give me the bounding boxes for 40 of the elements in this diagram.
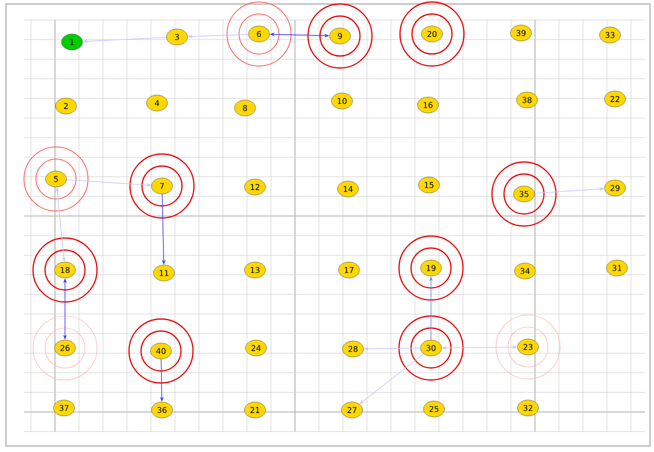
number-node: 12 <box>244 178 266 196</box>
number-node: 15 <box>418 176 440 194</box>
number-node: 24 <box>245 340 267 356</box>
number-node: 1 <box>61 34 83 50</box>
number-node: 4 <box>146 94 168 112</box>
number-node: 29 <box>604 180 626 196</box>
number-node: 16 <box>417 96 439 114</box>
number-node: 27 <box>341 402 363 418</box>
number-node: 17 <box>338 262 360 278</box>
number-node: 2 <box>55 98 77 114</box>
number-node: 36 <box>151 402 173 418</box>
number-node: 3 <box>166 28 188 46</box>
number-node: 20 <box>421 26 443 42</box>
number-node: 39 <box>510 24 532 42</box>
number-node: 19 <box>420 260 442 276</box>
number-node: 33 <box>599 26 621 44</box>
number-node: 35 <box>513 186 535 202</box>
number-node: 14 <box>337 180 359 198</box>
number-node: 6 <box>248 26 270 42</box>
number-node: 22 <box>604 90 626 108</box>
number-node: 26 <box>54 340 76 356</box>
number-node: 7 <box>151 178 173 194</box>
number-node: 32 <box>517 400 539 416</box>
number-node: 31 <box>606 260 628 276</box>
number-node: 11 <box>153 264 175 282</box>
number-node: 28 <box>342 340 364 358</box>
number-node: 34 <box>514 262 536 280</box>
number-node: 9 <box>329 28 351 44</box>
number-node: 37 <box>53 400 75 416</box>
number-node: 21 <box>244 402 266 418</box>
number-node: 18 <box>54 262 76 278</box>
number-node: 10 <box>331 92 353 110</box>
number-node: 30 <box>420 340 442 356</box>
number-node: 23 <box>517 338 539 356</box>
number-node: 5 <box>45 170 67 188</box>
number-node: 38 <box>516 92 538 108</box>
number-node: 40 <box>150 342 172 360</box>
number-node: 13 <box>244 262 266 278</box>
number-node: 8 <box>234 100 256 116</box>
number-node: 25 <box>423 400 445 418</box>
